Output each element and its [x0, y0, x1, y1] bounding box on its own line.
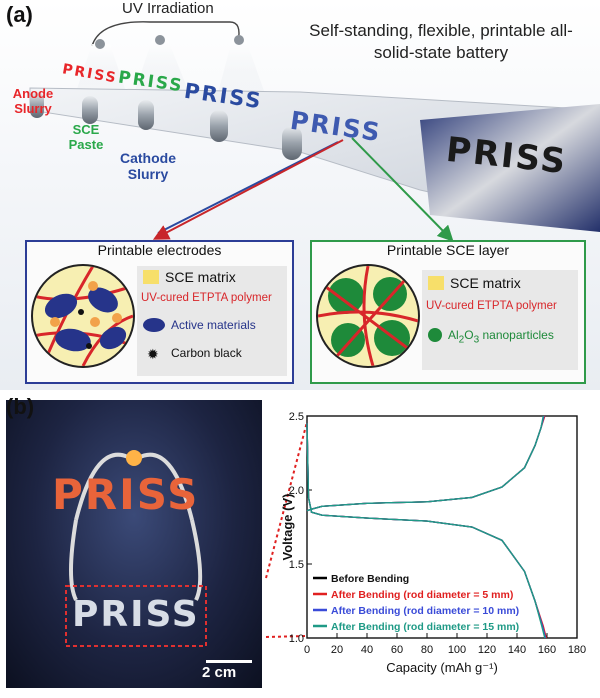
- roller: [82, 96, 98, 124]
- sce-legend: SCE matrix UV-cured ETPTA polymer Al2O3 …: [422, 270, 578, 370]
- battery-poster: [420, 104, 600, 232]
- nanoparticles-label: Al2O3 nanoparticles: [448, 328, 554, 346]
- active-materials-label: Active materials: [171, 318, 256, 332]
- electrode-matrix-label: SCE matrix: [165, 269, 236, 285]
- arrow-to-sce-layer: [351, 137, 454, 242]
- sce-matrix-label: SCE matrix: [450, 275, 521, 291]
- sce-box-title: Printable SCE layer: [386, 242, 510, 258]
- x-tick-label: 0: [304, 644, 310, 656]
- series-line-charge: [306, 415, 545, 512]
- anode-slurry-label: Anode Slurry: [12, 86, 54, 116]
- electrode-microstructure: [33, 266, 133, 366]
- arrow-to-electrodes: [152, 139, 344, 240]
- active-material-icon: [143, 318, 165, 332]
- scale-bar-label: 2 cm: [202, 664, 237, 681]
- sce-microstructure: [318, 266, 418, 366]
- cathode-slurry-label: Cathode Slurry: [120, 150, 176, 182]
- zoom-lines: [265, 421, 308, 638]
- electrodes-box-title: Printable electrodes: [97, 242, 222, 258]
- x-tick-label: 40: [361, 644, 373, 656]
- uv-lamp-icon: [95, 39, 105, 49]
- x-axis-label: Capacity (mAh g⁻¹): [386, 660, 498, 675]
- series-line-charge: [306, 415, 544, 512]
- roller: [210, 110, 228, 142]
- y-tick-label: 2.0: [289, 485, 304, 497]
- legend-entry: After Bending (rod diameter = 15 mm): [331, 621, 519, 633]
- electrode-legend: SCE matrix UV-cured ETPTA polymer Active…: [137, 266, 287, 376]
- panel-b: (b) PRISS PRISS 2 cm 0 20 40 60 80 100 120 140 1…: [0, 392, 600, 693]
- headline: Self-standing, flexible, printable all-s…: [309, 21, 573, 62]
- x-tick-label: 160: [538, 644, 556, 656]
- carbon-black-icon: ✹: [147, 346, 159, 362]
- photo-word-bottom: PRISS: [72, 594, 200, 635]
- y-axis-label: Voltage (V): [280, 494, 295, 561]
- series-line-charge: [306, 415, 545, 512]
- series-line-discharge: [306, 423, 546, 639]
- x-tick-label: 60: [391, 644, 403, 656]
- printing-illustration: [29, 21, 600, 232]
- uv-irradiation-label: UV Irradiation: [122, 0, 214, 17]
- x-tick-label: 80: [421, 644, 433, 656]
- uv-lamp-icon: [155, 35, 165, 45]
- x-tick-label: 140: [508, 644, 526, 656]
- uv-wire: [91, 21, 240, 47]
- series-line-charge: [306, 415, 546, 512]
- sce-zoom-circle: [316, 264, 420, 368]
- panel-a: (a) UV Irradiation Self-standing, flexib…: [0, 0, 600, 390]
- y-tick-label: 1.0: [289, 633, 304, 645]
- photo-wires: [65, 450, 207, 647]
- legend-entry: Before Bending: [331, 573, 409, 585]
- electrode-zoom-circle: [31, 264, 135, 368]
- photo-word-top: PRISS: [52, 470, 200, 519]
- panel-a-label: (a): [6, 2, 33, 27]
- battery-photo: PRISS PRISS 2 cm: [6, 400, 262, 688]
- roller: [138, 100, 154, 130]
- y-tick-label: 1.5: [289, 559, 304, 571]
- panel-b-label: (b): [6, 394, 35, 419]
- uv-lamp-icon: [234, 35, 244, 45]
- sce-matrix-icon: [143, 270, 159, 284]
- roller: [282, 126, 302, 160]
- sce-matrix-icon: [428, 276, 444, 290]
- arrow-to-electrodes-blue: [157, 141, 339, 234]
- electrodes-box: Printable electrodes SCE matrix UV-cured…: [25, 240, 294, 384]
- sce-layer-box: Printable SCE layer SCE matrix UV-cured …: [310, 240, 586, 384]
- y-tick-label: 2.5: [289, 411, 304, 423]
- x-tick-label: 180: [568, 644, 586, 656]
- nanoparticle-icon: [428, 328, 442, 342]
- x-tick-label: 100: [448, 644, 466, 656]
- carbon-black-label: Carbon black: [171, 346, 242, 360]
- legend-entry: After Bending (rod diameter = 5 mm): [331, 589, 513, 601]
- scale-bar-line: [206, 660, 252, 663]
- roller: [30, 92, 44, 118]
- electrode-polymer-label: UV-cured ETPTA polymer: [141, 292, 272, 304]
- connector-arrows: [152, 137, 454, 242]
- plot-frame: [306, 415, 578, 639]
- chart-svg: 0 20 40 60 80 100 120 140 160 180 1.0 1.5 2.0 2.5Capa…: [280, 411, 586, 675]
- x-tick-label: 120: [478, 644, 496, 656]
- sce-paste-label: SCE Paste: [68, 122, 104, 152]
- x-tick-label: 20: [331, 644, 343, 656]
- legend-entry: After Bending (rod diameter = 10 mm): [331, 605, 519, 617]
- uv-beam-2: [132, 40, 192, 100]
- sce-polymer-label: UV-cured ETPTA polymer: [426, 300, 557, 312]
- uv-beam-1: [74, 44, 128, 98]
